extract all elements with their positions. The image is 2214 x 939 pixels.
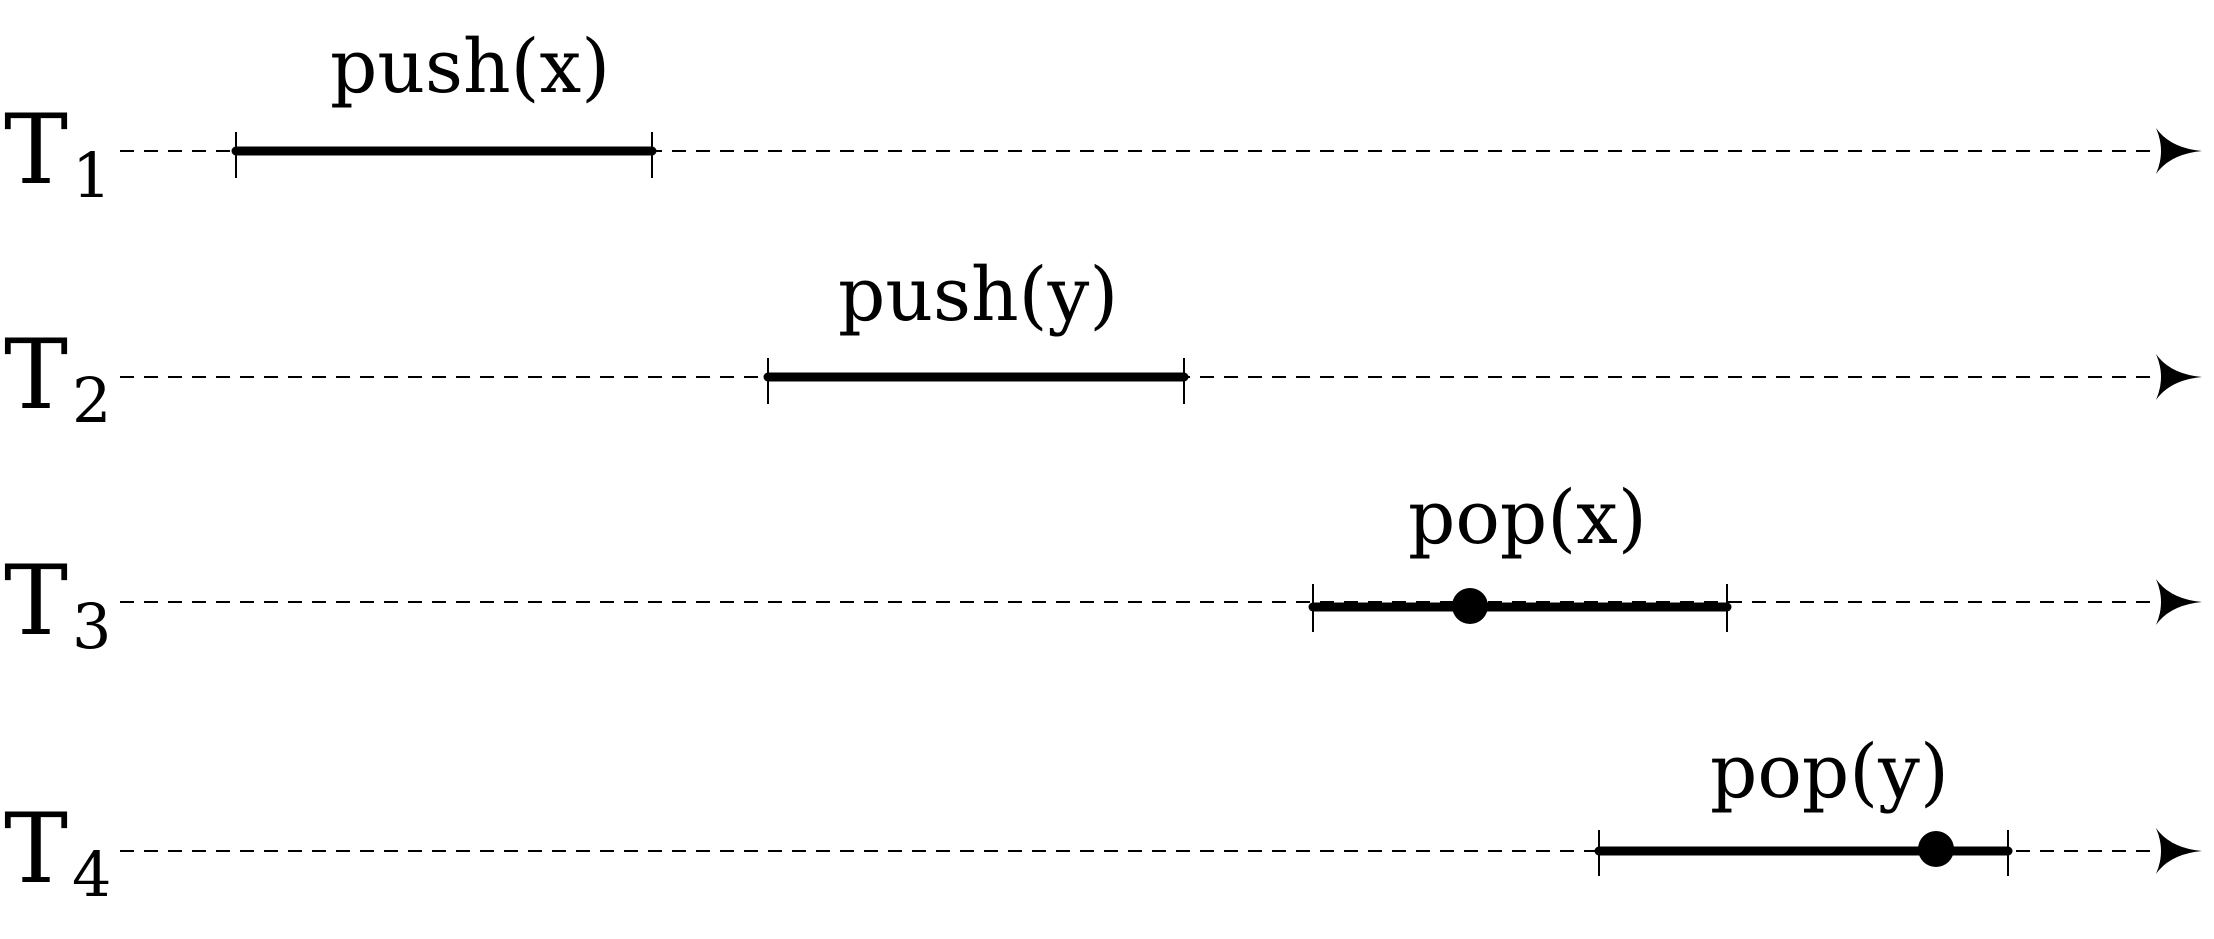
thread-row-2: T2 push(y) [4,252,2202,437]
timeline-arrowhead-4 [2156,828,2202,874]
linearization-point-3 [1452,588,1488,624]
thread-row-3: T3 pop(x) [4,475,2202,663]
operation-label-2: push(y) [838,252,1118,338]
thread-label-2: T2 [4,319,111,437]
timeline-arrowhead-2 [2156,354,2202,400]
linearization-point-4 [1918,831,1954,867]
operation-label-3: pop(x) [1408,475,1647,561]
timeline-arrowhead-3 [2156,579,2202,625]
operation-label-4: pop(y) [1710,729,1949,815]
thread-label-3: T3 [4,545,111,663]
thread-row-1: T1 push(x) [4,24,2202,212]
operation-label-1: push(x) [330,24,610,110]
thread-label-1: T1 [4,94,111,212]
timeline-arrowhead-1 [2154,128,2202,174]
thread-row-4: T4 pop(y) [4,729,2202,911]
thread-label-4: T4 [4,793,111,911]
